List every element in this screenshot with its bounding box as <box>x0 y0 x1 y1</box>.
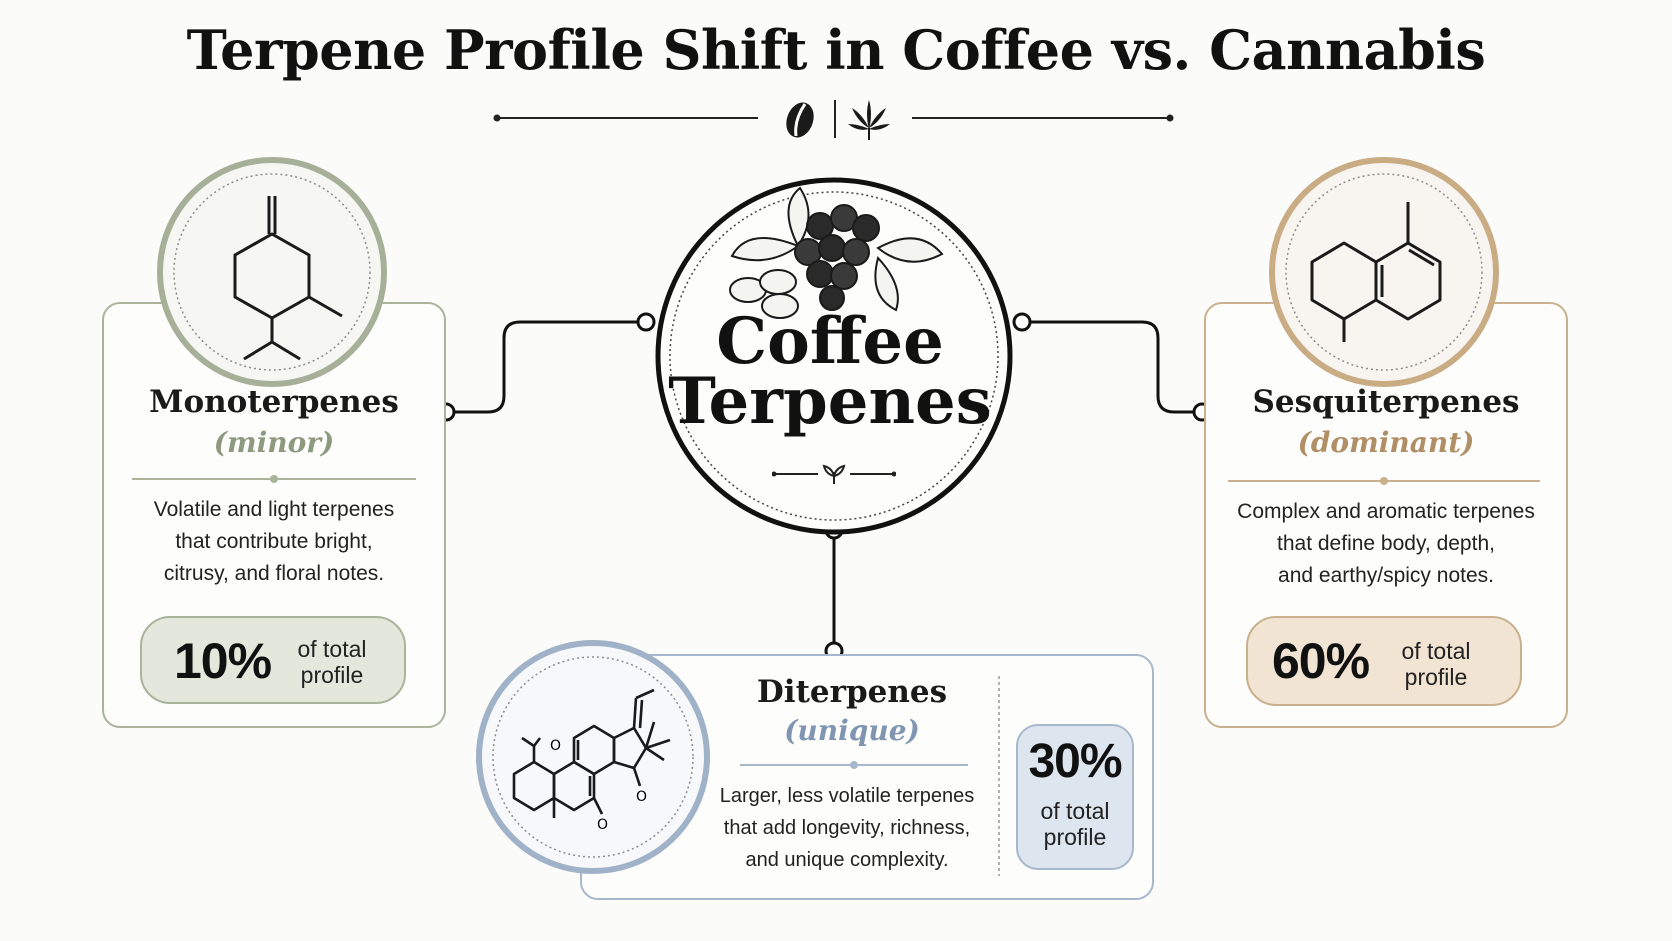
sesquiterpenes-molecule-badge <box>1269 157 1499 387</box>
monoterpenes-divider <box>132 475 416 483</box>
center-title: Coffee Terpenes <box>668 304 992 439</box>
sesquiterpenes-divider <box>1228 477 1540 485</box>
coffee-cherries-icon <box>729 186 944 319</box>
sesquiterpenes-percent: 60% <box>1272 633 1370 689</box>
monoterpenes-title: Monoterpenes <box>149 384 399 420</box>
monoterpenes-percent: 10% <box>174 633 272 689</box>
diterpenes-percent: 30% <box>1028 735 1122 788</box>
monoterpenes-molecule-badge <box>157 157 387 387</box>
sesquiterpenes-percent-pill <box>1246 616 1522 706</box>
monoterpenes-percent-label: of total profile <box>297 636 367 688</box>
diterpenes-divider <box>740 761 968 769</box>
coffee-bean-icon <box>786 102 814 138</box>
diterpenes-title: Diterpenes <box>756 674 948 710</box>
center-hub-circle <box>655 177 1013 535</box>
sesquiterpenes-subtitle: (dominant) <box>1297 426 1475 459</box>
diterpenes-molecule-badge <box>476 640 710 874</box>
diterpenes-subtitle: (unique) <box>784 714 920 747</box>
sesquiterpenes-title: Sesquiterpenes <box>1252 384 1520 420</box>
diterpenes-percent-pill <box>1016 724 1134 870</box>
atom-label-o-2: O <box>597 817 608 833</box>
monoterpenes-percent-pill <box>140 616 406 704</box>
diterpenes-card-separator <box>998 676 1000 876</box>
diterpenes-description: Larger, less volatile terpenes that add … <box>719 785 975 871</box>
cannabis-leaf-icon <box>848 100 890 140</box>
monoterpenes-description: Volatile and light terpenes that contrib… <box>153 498 395 585</box>
atom-label-o-3: O <box>636 789 647 805</box>
page-title: Terpene Profile Shift in Coffee vs. Cann… <box>186 18 1486 82</box>
center-divider-sprout-icon <box>772 464 896 484</box>
sesquiterpenes-description: Complex and aromatic terpenes that defin… <box>1237 500 1535 587</box>
diterpenes-atom-labels: O O O <box>550 738 647 833</box>
atom-label-o-1: O <box>550 738 561 754</box>
diterpenes-percent-label: of total profile <box>1040 798 1110 850</box>
monoterpenes-subtitle: (minor) <box>213 426 335 459</box>
sesquiterpenes-percent-label: of total profile <box>1401 638 1471 690</box>
